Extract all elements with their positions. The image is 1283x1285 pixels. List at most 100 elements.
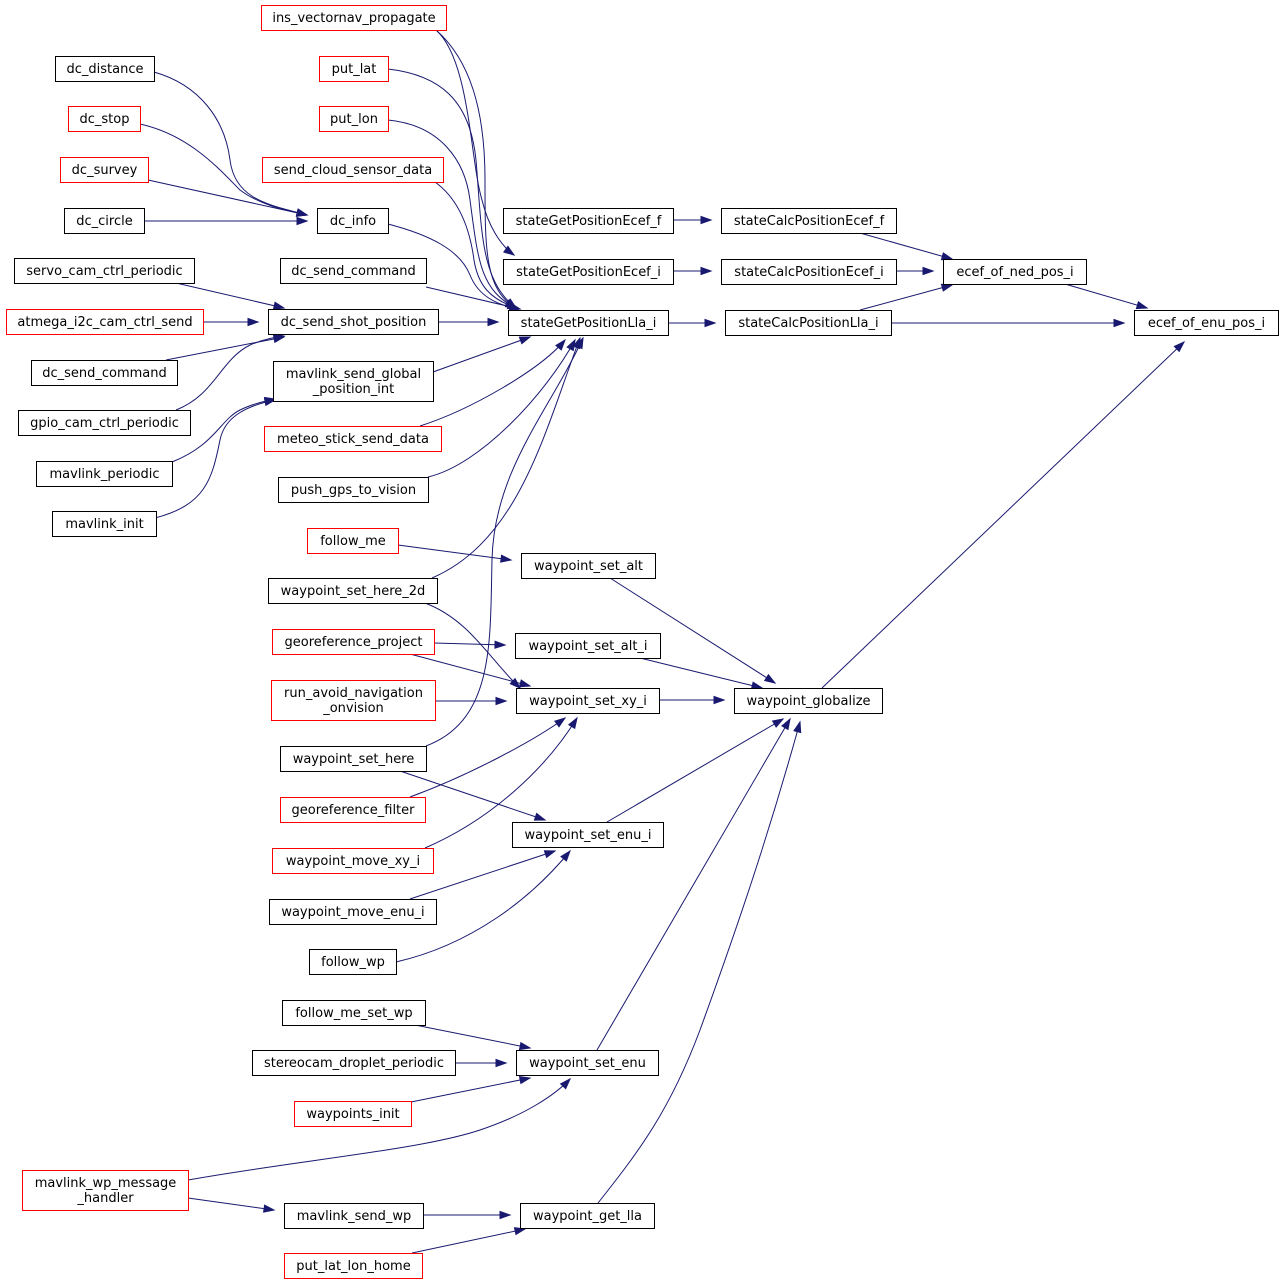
node-box [317,208,389,234]
arrowhead [567,716,578,730]
arrowhead [704,318,717,328]
edge-dc_send_command_b-to-stateGetPositionLla_i [425,286,522,311]
node-waypoint-set-alt-i[interactable]: waypoint_set_alt_i [515,633,661,659]
node-label: dc_stop [80,112,130,127]
node-stereocam-droplet-periodic[interactable]: stereocam_droplet_periodic [252,1050,456,1076]
node-waypoint-set-here-2d[interactable]: waypoint_set_here_2d [268,578,438,604]
edge-line [414,1024,531,1049]
node-waypoint-set-alt[interactable]: waypoint_set_alt [521,553,656,579]
node-stateGetPositionEcef-f[interactable]: stateGetPositionEcef_f [503,208,674,234]
node-box [280,797,426,823]
node-dc-stop[interactable]: dc_stop [68,106,141,132]
node-stateGetPositionLla-i[interactable]: stateGetPositionLla_i [508,310,669,336]
node-ecef-of-ned-pos-i[interactable]: ecef_of_ned_pos_i [943,259,1087,285]
node-mavlink-periodic[interactable]: mavlink_periodic [36,461,173,487]
edge-push_gps_to_vision-to-stateGetPositionLla_i [427,338,576,478]
edge-line [409,850,556,900]
arrowhead [750,681,764,690]
edge-line [147,179,308,216]
node-stateCalcPositionEcef-i[interactable]: stateCalcPositionEcef_i [721,259,897,285]
node-waypoint-set-here[interactable]: waypoint_set_here [280,746,427,772]
node-send-cloud-sensor-data[interactable]: send_cloud_sensor_data [262,157,444,183]
arrowhead [922,266,935,276]
node-stateCalcPositionLla-i[interactable]: stateCalcPositionLla_i [725,310,892,336]
node-label: dc_send_shot_position [281,315,427,330]
node-label: waypoint_get_lla [533,1209,642,1224]
node-ecef-of-enu-pos-i[interactable]: ecef_of_enu_pos_i [1134,310,1279,336]
node-box [943,259,1087,285]
node-servo-cam-ctrl-periodic[interactable]: servo_cam_ctrl_periodic [14,258,195,284]
node-dc-send-shot-position[interactable]: dc_send_shot_position [268,309,439,335]
node-follow-me[interactable]: follow_me [307,528,399,554]
node-waypoint-set-xy-i[interactable]: waypoint_set_xy_i [516,688,660,714]
node-georeference-project[interactable]: georeference_project [272,629,435,655]
node-label: waypoint_set_enu_i [525,828,652,843]
node-push-gps-to-vision[interactable]: push_gps_to_vision [278,477,429,503]
node-mavlink-send-global-position-int[interactable]: mavlink_send_global_position_int [273,361,434,402]
edge-atmega_i2c_cam_ctrl_send-to-dc_send_shot_position [203,317,260,327]
arrowhead [263,397,277,407]
edge-waypoint_set_xy_i-to-waypoint_globalize [659,695,726,705]
node-box [31,360,178,386]
node-dc-distance[interactable]: dc_distance [55,56,155,82]
arrowhead [793,720,802,734]
edge-line [639,657,763,689]
node-label: mavlink_wp_message [35,1176,177,1191]
node-box [284,1253,423,1279]
node-follow-me-set-wp[interactable]: follow_me_set_wp [282,1000,426,1026]
arrowhead [495,696,508,706]
edge-waypoint_set_here-to-waypoint_set_enu_i [399,770,547,821]
node-label: waypoint_set_enu [529,1056,646,1071]
node-waypoint-set-enu[interactable]: waypoint_set_enu [516,1050,659,1076]
node-stateCalcPositionEcef-f[interactable]: stateCalcPositionEcef_f [721,208,897,234]
node-label: mavlink_init [65,517,143,532]
node-put-lat-lon-home[interactable]: put_lat_lon_home [284,1253,423,1279]
node-put-lat[interactable]: put_lat [319,56,389,82]
node-waypoint-move-enu-i[interactable]: waypoint_move_enu_i [269,899,437,925]
node-box [282,1000,426,1026]
node-atmega-i2c-cam-ctrl-send[interactable]: atmega_i2c_cam_ctrl_send [6,309,204,335]
arrowhead [771,718,785,728]
edge-stateCalcPositionEcef_i-to-ecef_of_ned_pos_i [896,266,935,276]
node-meteo-stick-send-data[interactable]: meteo_stick_send_data [264,426,442,452]
node-label: atmega_i2c_cam_ctrl_send [17,315,192,330]
arrowhead [518,1075,532,1085]
node-dc-send-command-b[interactable]: dc_send_command [280,258,427,284]
node-put-lon[interactable]: put_lon [319,106,389,132]
node-dc-circle[interactable]: dc_circle [64,208,145,234]
node-waypoint-move-xy-i[interactable]: waypoint_move_xy_i [272,848,434,874]
node-label: send_cloud_sensor_data [274,163,432,178]
edge-line [425,286,521,310]
node-waypoint-set-enu-i[interactable]: waypoint_set_enu_i [512,822,664,848]
edge-waypoint_globalize-to-ecef_of_enu_pos_i [821,340,1186,689]
edge-dc_send_shot_position-to-stateGetPositionLla_i [438,317,500,327]
arrowhead [713,695,726,705]
node-label: waypoint_set_here [293,752,415,767]
node-box [512,822,664,848]
edge-line [171,398,276,463]
node-dc-info[interactable]: dc_info [317,208,389,234]
node-waypoints-init[interactable]: waypoints_init [294,1101,412,1127]
edge-line [165,336,285,361]
node-run-avoid-navigation-onvision[interactable]: run_avoid_navigation_onvision [271,680,436,721]
node-label: ecef_of_enu_pos_i [1148,316,1265,331]
node-stateGetPositionEcef-i[interactable]: stateGetPositionEcef_i [503,259,674,285]
edge-waypoint_set_enu_i-to-waypoint_globalize [606,718,785,823]
node-label: stateCalcPositionEcef_f [734,214,885,229]
node-georeference-filter[interactable]: georeference_filter [280,797,426,823]
node-dc-send-command-a[interactable]: dc_send_command [31,360,178,386]
node-gpio-cam-ctrl-periodic[interactable]: gpio_cam_ctrl_periodic [18,410,191,436]
node-box [280,746,427,772]
node-waypoint-globalize[interactable]: waypoint_globalize [734,688,883,714]
node-ins-vectornav-propagate[interactable]: ins_vectornav_propagate [261,5,447,31]
node-dc-survey[interactable]: dc_survey [60,157,149,183]
node-mavlink-init[interactable]: mavlink_init [52,511,157,537]
node-mavlink-wp-message-handler[interactable]: mavlink_wp_message_handler [22,1170,189,1211]
node-follow-wp[interactable]: follow_wp [309,949,397,975]
node-mavlink-send-wp[interactable]: mavlink_send_wp [284,1203,424,1229]
edge-line [859,284,953,311]
node-waypoint-get-lla[interactable]: waypoint_get_lla [520,1203,655,1229]
node-box [278,477,429,503]
edge-stateGetPositionLla_i-to-stateCalcPositionLla_i [668,318,717,328]
edge-waypoints_init-to-waypoint_set_enu [410,1075,532,1103]
